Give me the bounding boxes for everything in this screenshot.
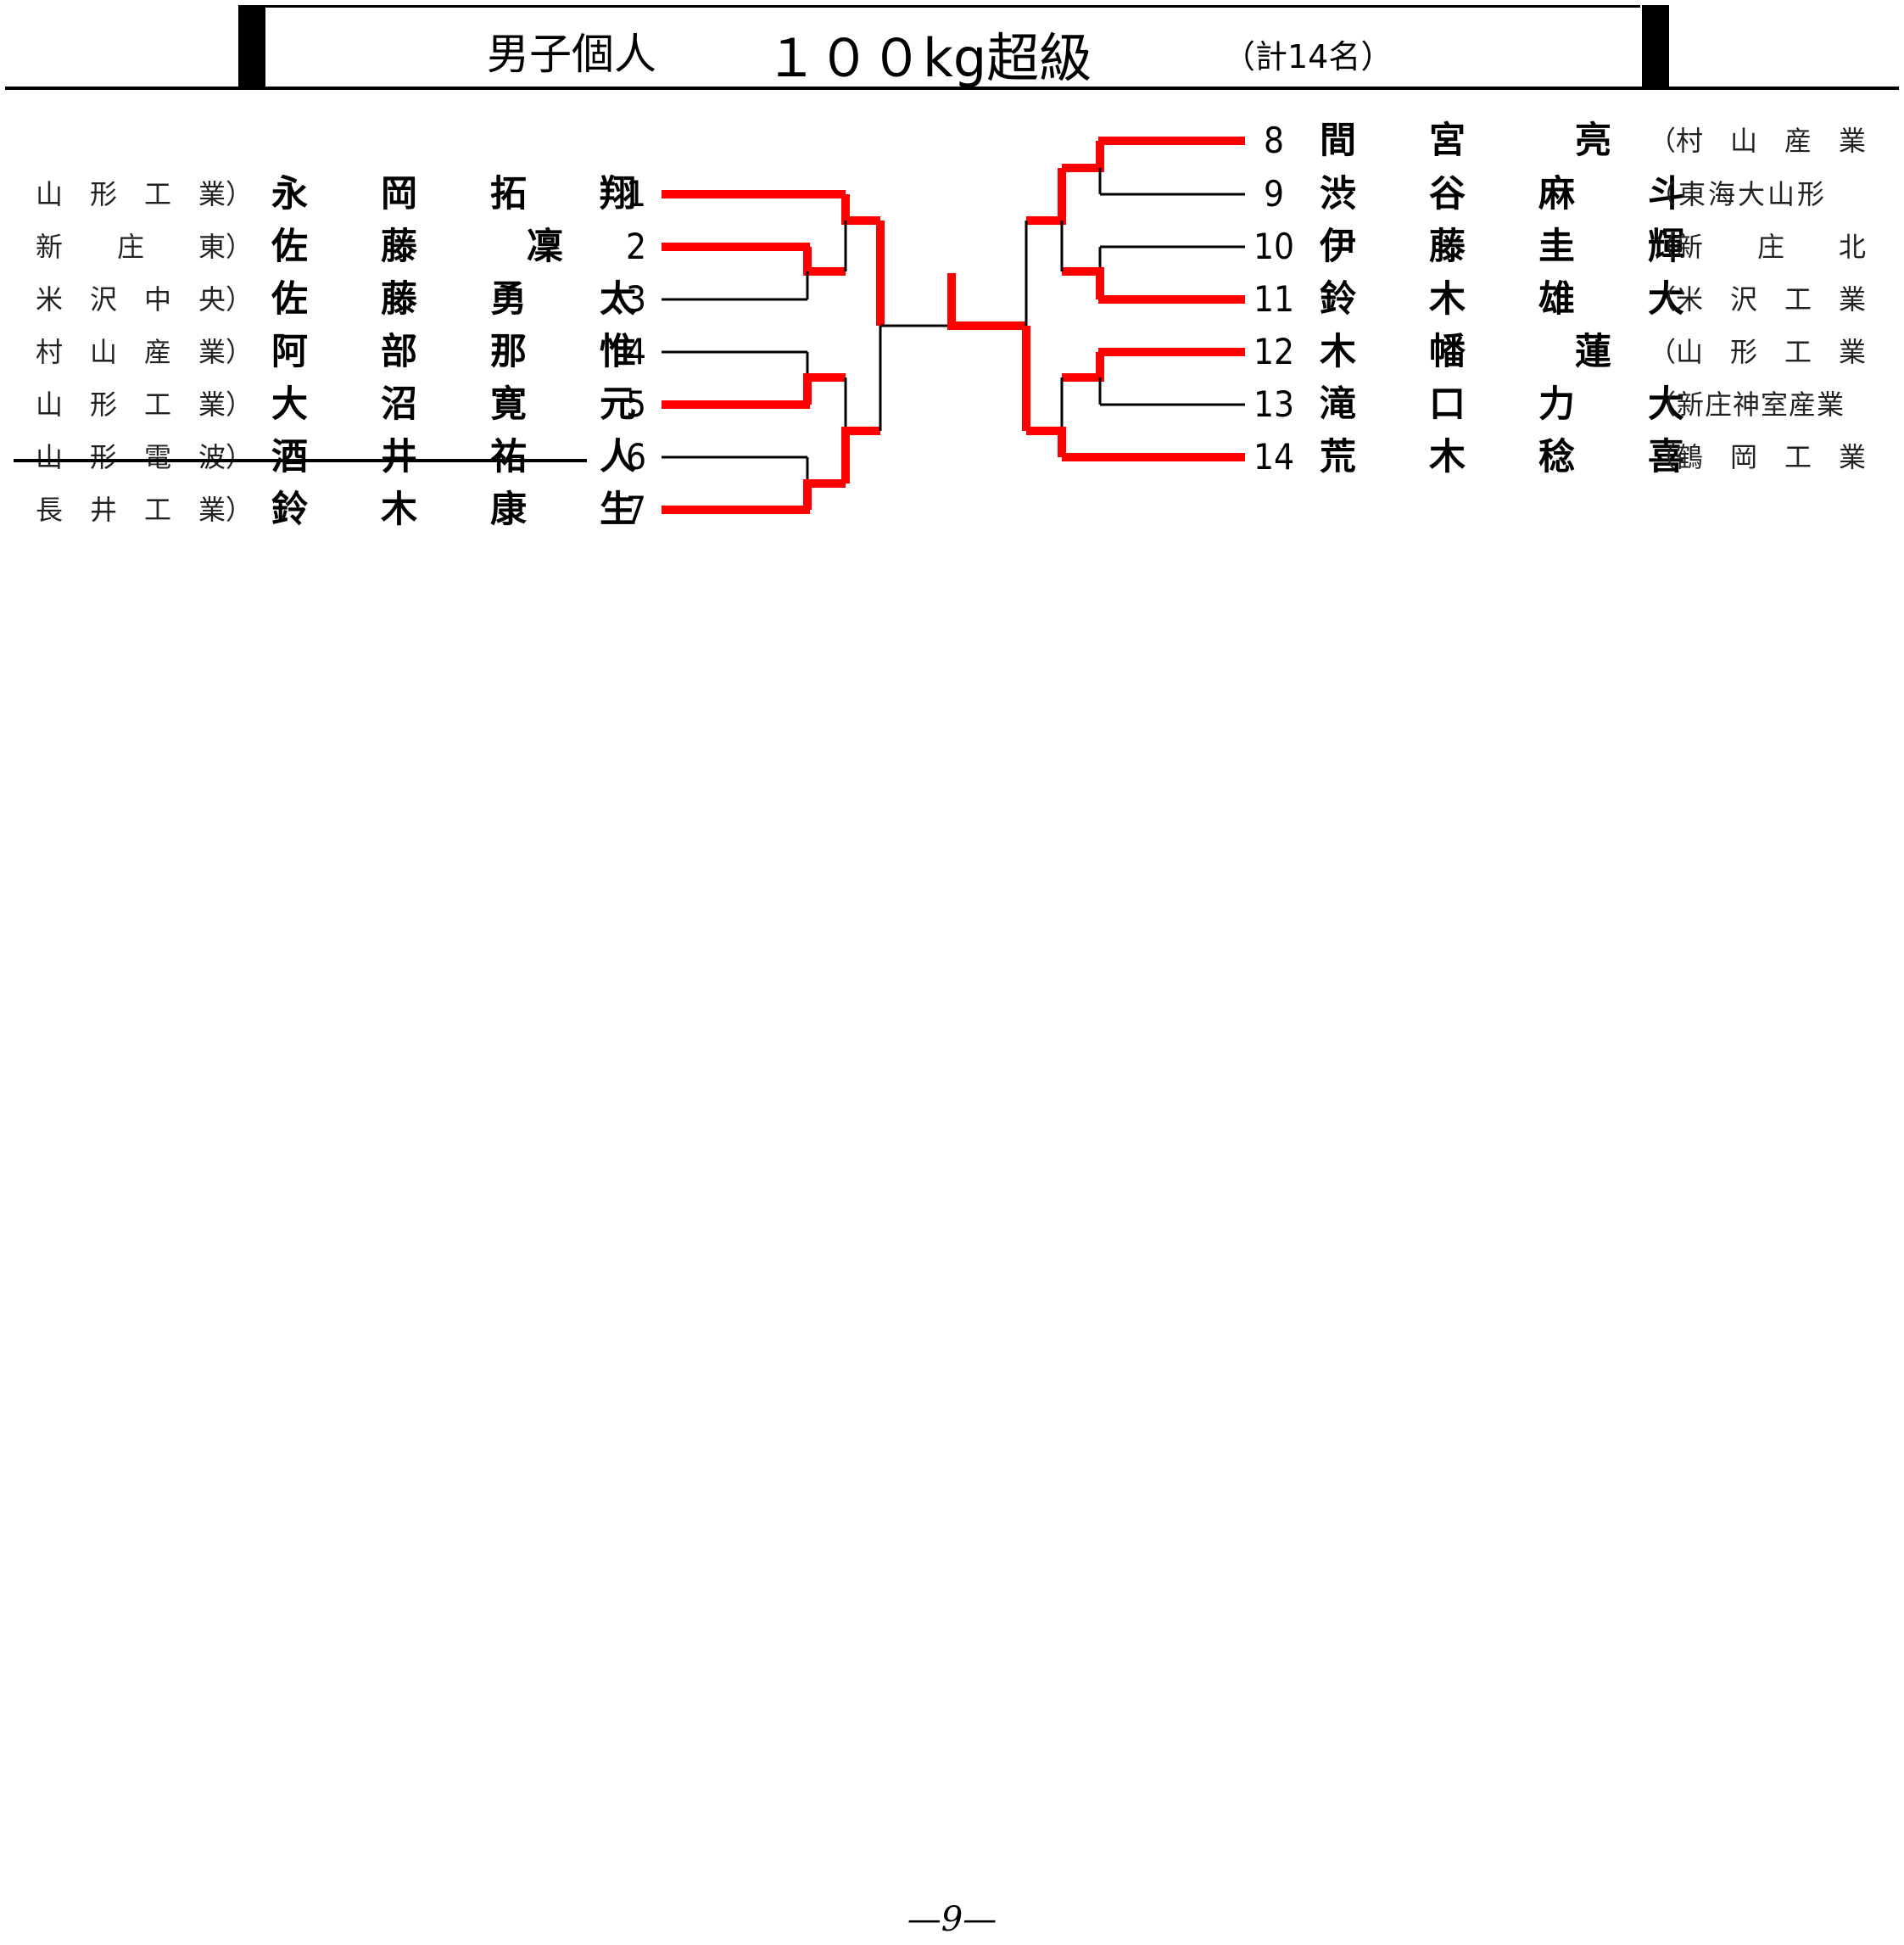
entry-name: 伊 藤 圭 輝	[1320, 226, 1684, 268]
bracket-line	[803, 373, 846, 405]
entry-school: 長 井 工 業）	[36, 494, 254, 526]
right-round1	[1062, 141, 1104, 405]
page-header: 男子個人 １００kg超級 （計14名）	[0, 0, 1904, 93]
entry-name: 酒 井 祐 人	[271, 436, 636, 478]
left-round1	[803, 247, 846, 510]
entry-school: （鶴 岡 工 業	[1649, 441, 1867, 473]
entry-seed: 6	[626, 436, 647, 478]
entry-name: 阿 部 那 惟	[271, 331, 636, 373]
entry-seed: 1	[626, 173, 647, 215]
bracket-line	[1062, 352, 1104, 382]
title-area: 男子個人 １００kg超級 （計14名）	[265, 5, 1640, 89]
entry-seed: 11	[1254, 278, 1295, 320]
entry-seed: 4	[626, 331, 647, 372]
entry-seed: 13	[1254, 383, 1295, 425]
header-right-bar	[1642, 5, 1669, 87]
entry-school: 米 沢 中 央）	[36, 283, 254, 316]
entry-seed: 2	[626, 226, 647, 267]
entry-seed: 10	[1254, 226, 1295, 267]
bracket-line	[947, 273, 1026, 330]
entry-name: 間 宮 亮	[1320, 120, 1611, 162]
entry-seed: 9	[1264, 173, 1285, 215]
bracket-line	[803, 247, 846, 276]
bracket-line	[1062, 267, 1104, 299]
entry-seed: 8	[1264, 120, 1285, 161]
entry-school: 山 形 工 業）	[36, 178, 254, 210]
entry-school: （新 庄 北	[1649, 231, 1867, 263]
entry-name: 渋 谷 麻 斗	[1320, 173, 1684, 215]
entry-seed: 3	[626, 278, 647, 320]
category-label: 男子個人	[487, 30, 656, 79]
entry-seed: 14	[1254, 436, 1295, 478]
header-left-bar	[238, 5, 265, 87]
entry-name: 滝 口 力 大	[1320, 383, 1684, 426]
entry-name: 鈴 木 康 生	[271, 489, 636, 531]
left-player-lines	[662, 190, 846, 514]
entry-school: （山 形 工 業	[1649, 336, 1867, 368]
final	[947, 273, 1026, 330]
entry-school: （東海大山形	[1649, 178, 1828, 210]
entry-school: （米 沢 工 業	[1649, 283, 1867, 316]
entry-name: 永 岡 拓 翔	[271, 173, 636, 215]
header-title-box	[265, 5, 1640, 87]
entry-name: 佐 藤 勇 太	[271, 278, 636, 321]
entry-name: 鈴 木 雄 大	[1320, 278, 1684, 321]
bracket-line	[841, 194, 880, 225]
left-semifinal	[876, 221, 952, 431]
entry-seed: 5	[626, 383, 647, 425]
entry-school: （新庄神室産業	[1649, 388, 1845, 421]
right-round2	[1026, 168, 1066, 457]
bracket-line	[1026, 168, 1066, 225]
page-number: —9—	[907, 1900, 997, 1939]
left-round2	[841, 194, 880, 483]
right-player-lines	[1062, 137, 1245, 461]
entry-name: 佐 藤 凜	[271, 226, 563, 268]
entry-school: （村 山 産 業	[1649, 125, 1867, 157]
withdrawal-strikethrough	[14, 459, 587, 462]
entrant-count-label: （計14名）	[1223, 38, 1393, 75]
entry-school: 村 山 産 業）	[36, 336, 254, 368]
bracket-line	[1062, 141, 1104, 172]
bracket-line	[841, 427, 880, 483]
entry-seed: 12	[1254, 331, 1295, 372]
bracket-line	[1026, 427, 1066, 457]
entry-school: 山 形 電 波）	[36, 441, 254, 473]
entry-name: 大 沼 寛 元	[271, 383, 636, 426]
entry-school: 新 庄 東）	[36, 231, 254, 263]
entry-name: 荒 木 稔 喜	[1320, 436, 1684, 478]
bracket-line	[803, 479, 846, 510]
weight-class-label: １００kg超級	[765, 27, 1092, 89]
entry-school: 山 形 工 業）	[36, 388, 254, 421]
entry-name: 木 幡 蓮	[1320, 331, 1611, 373]
header-divider	[5, 87, 1899, 90]
entry-seed: 7	[626, 489, 647, 530]
